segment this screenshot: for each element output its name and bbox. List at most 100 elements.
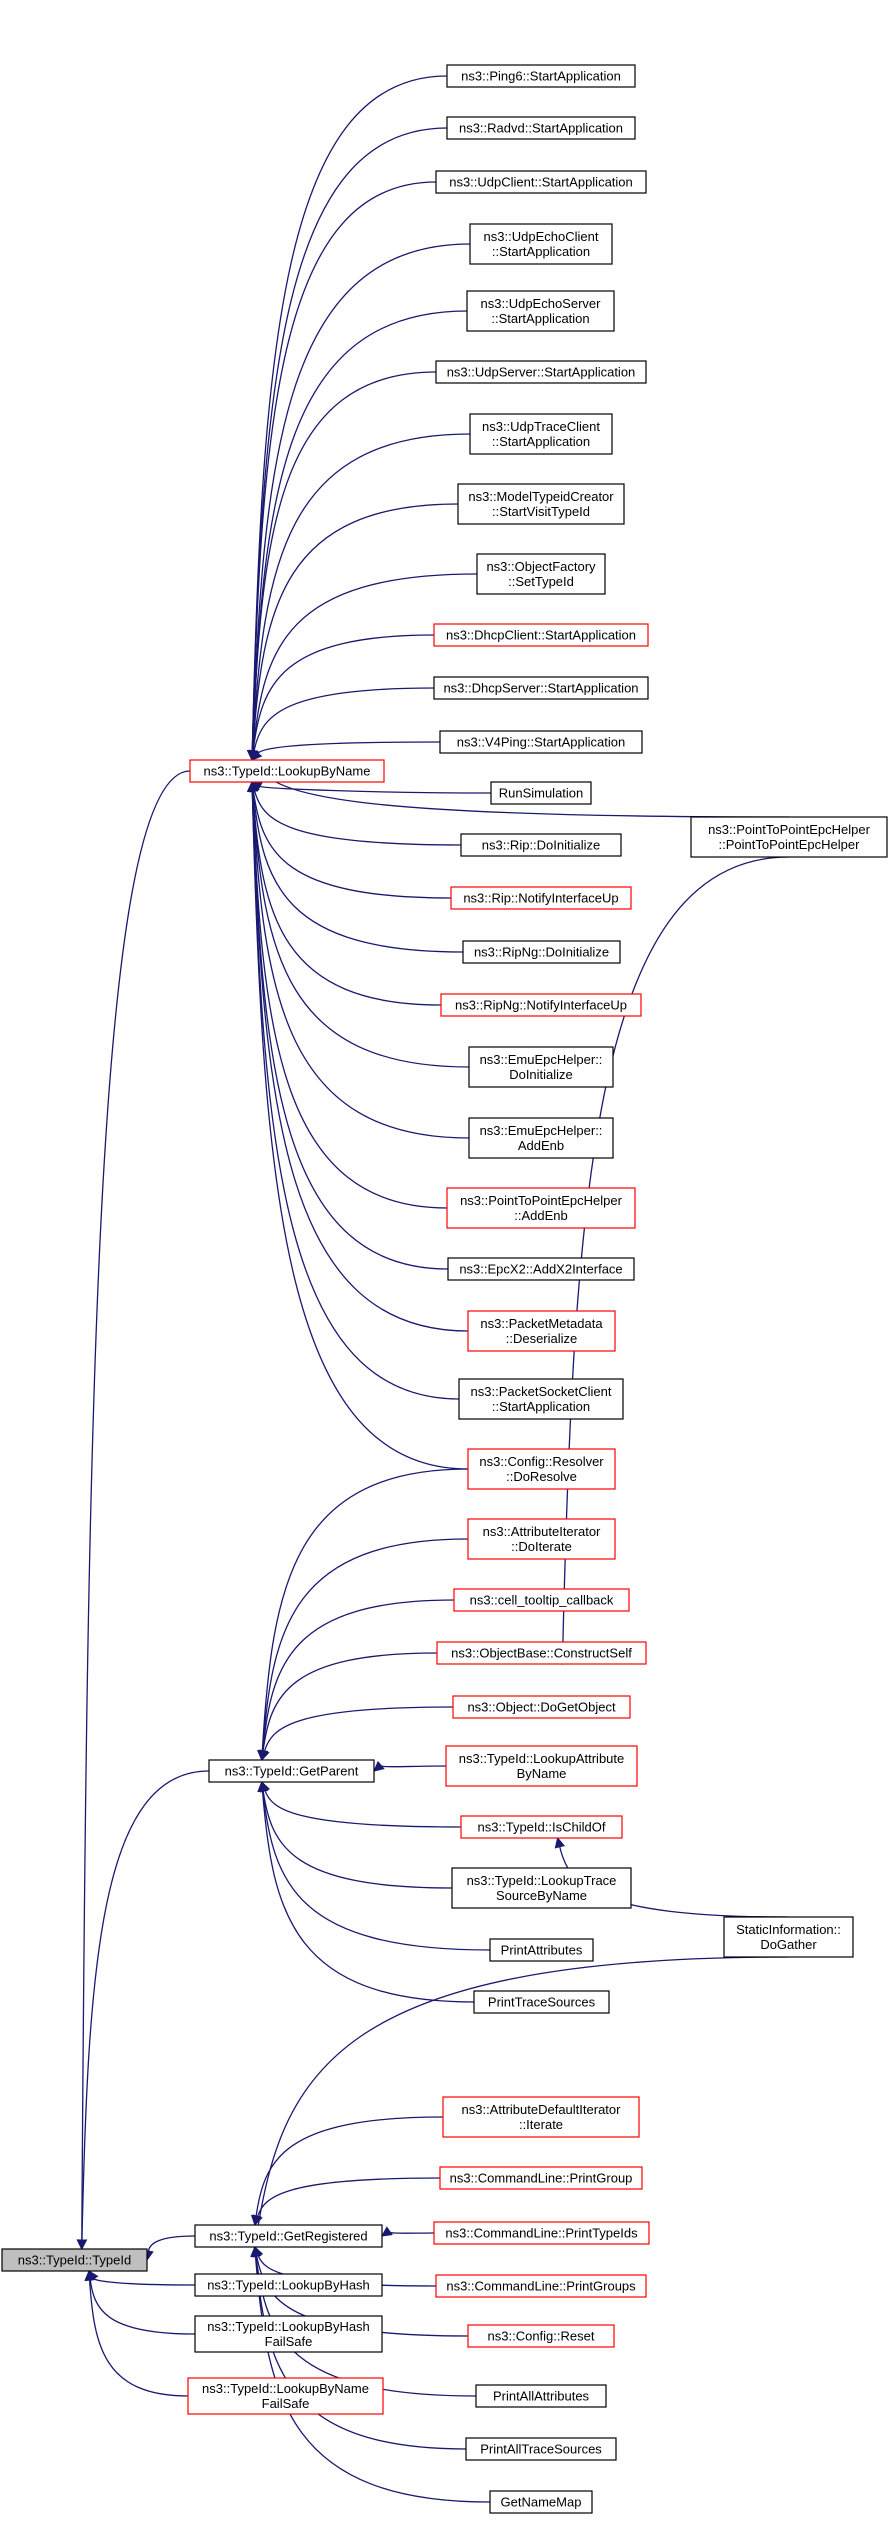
node-box [489, 2490, 593, 2514]
node-label: ns3::DhcpClient::StartApplication [446, 628, 636, 643]
node-v4ping[interactable]: ns3::V4Ping::StartApplication [439, 730, 643, 754]
node-emu-add-enb[interactable]: ns3::EmuEpcHelper::AddEnb [468, 1117, 614, 1159]
node-label: ::AddEnb [514, 1208, 568, 1223]
node-run-simulation[interactable]: RunSimulation [490, 781, 592, 805]
node-label: ns3::PointToPointEpcHelper [460, 1193, 623, 1208]
node-dhcp-server[interactable]: ns3::DhcpServer::StartApplication [433, 676, 649, 700]
node-label: ::StartApplication [492, 244, 590, 259]
node-label: ::StartApplication [492, 1399, 590, 1414]
edge-object-base-to-get-parent [257, 1652, 438, 1762]
node-attr-iterator[interactable]: ns3::AttributeIterator::DoIterate [467, 1518, 616, 1560]
node-box [460, 833, 622, 857]
node-root[interactable]: ns3::TypeId::TypeId [1, 2248, 148, 2272]
node-do-get-object[interactable]: ns3::Object::DoGetObject [452, 1695, 631, 1719]
node-label: ns3::Config::Resolver [479, 1454, 604, 1469]
node-p2p-add-enb[interactable]: ns3::PointToPointEpcHelper::AddEnb [446, 1187, 636, 1229]
edge-dhcp-server-to-lookup-by-name [248, 687, 435, 762]
node-cmd-print-group[interactable]: ns3::CommandLine::PrintGroup [439, 2166, 643, 2190]
node-label: ns3::ObjectBase::ConstructSelf [451, 1646, 632, 1661]
node-dhcp-client[interactable]: ns3::DhcpClient::StartApplication [433, 623, 649, 647]
node-box [458, 1378, 624, 1420]
node-box [194, 2273, 383, 2297]
node-udp-server[interactable]: ns3::UdpServer::StartApplication [435, 360, 647, 384]
node-cmd-print-type-ids[interactable]: ns3::CommandLine::PrintTypeIds [433, 2221, 650, 2245]
node-box [439, 2166, 643, 2190]
node-print-attributes[interactable]: PrintAttributes [489, 1938, 594, 1962]
node-config-reset[interactable]: ns3::Config::Reset [467, 2324, 615, 2348]
node-packet-socket[interactable]: ns3::PacketSocketClient::StartApplicatio… [458, 1378, 624, 1420]
node-radvd[interactable]: ns3::Radvd::StartApplication [446, 116, 636, 140]
edge-config-resolver-to-lookup-by-name [247, 780, 469, 1470]
node-udp-trace-client[interactable]: ns3::UdpTraceClient::StartApplication [469, 413, 613, 455]
node-label: FailSafe [262, 2396, 310, 2411]
node-cmd-print-groups[interactable]: ns3::CommandLine::PrintGroups [435, 2274, 647, 2298]
node-label: ByName [517, 1766, 567, 1781]
node-rip-ng-do-init[interactable]: ns3::RipNg::DoInitialize [462, 940, 621, 964]
node-label: ns3::CommandLine::PrintGroup [450, 2171, 633, 2186]
node-emu-do-init[interactable]: ns3::EmuEpcHelper::DoInitialize [468, 1046, 614, 1088]
node-label: ns3::CommandLine::PrintGroups [446, 2279, 636, 2294]
node-lookup-by-name[interactable]: ns3::TypeId::LookupByName [189, 759, 385, 783]
node-udp-client[interactable]: ns3::UdpClient::StartApplication [435, 170, 647, 194]
node-packet-meta[interactable]: ns3::PacketMetadata::Deserialize [467, 1310, 616, 1352]
node-lookup-by-hash[interactable]: ns3::TypeId::LookupByHash [194, 2273, 383, 2297]
node-label: ns3::ModelTypeidCreator [468, 489, 614, 504]
node-p2p-ctor[interactable]: ns3::PointToPointEpcHelper::PointToPoint… [690, 816, 888, 858]
node-print-trace-sources[interactable]: PrintTraceSources [473, 1990, 610, 2014]
node-label: ns3::UdpEchoClient [484, 229, 599, 244]
node-ping6[interactable]: ns3::Ping6::StartApplication [446, 64, 636, 88]
node-box [476, 553, 606, 595]
node-label: ns3::Rip::NotifyInterfaceUp [463, 891, 618, 906]
edge-attr-default-iter-to-get-registered [250, 2116, 444, 2227]
node-label: ::StartVisitTypeId [492, 504, 590, 519]
node-box [435, 2274, 647, 2298]
node-get-name-map[interactable]: GetNameMap [489, 2490, 593, 2514]
node-box [446, 64, 636, 88]
node-box [447, 1257, 635, 1281]
edge-rip-ng-do-init-to-lookup-by-name [247, 780, 464, 953]
node-box [436, 1641, 647, 1665]
node-get-parent[interactable]: ns3::TypeId::GetParent [208, 1759, 375, 1783]
node-print-all-trace-sources[interactable]: PrintAllTraceSources [465, 2437, 617, 2461]
node-label: ns3::PacketSocketClient [471, 1384, 612, 1399]
node-attr-default-iter[interactable]: ns3::AttributeDefaultIterator::Iterate [442, 2096, 640, 2138]
edge-is-child-of-to-get-parent [260, 1780, 462, 1828]
node-epc-x2[interactable]: ns3::EpcX2::AddX2Interface [447, 1257, 635, 1281]
node-udp-echo-server[interactable]: ns3::UdpEchoServer::StartApplication [466, 290, 615, 332]
node-config-resolver[interactable]: ns3::Config::Resolver::DoResolve [467, 1448, 616, 1490]
node-box [467, 1518, 616, 1560]
node-box [194, 2224, 383, 2248]
node-model-typeid[interactable]: ns3::ModelTypeidCreator::StartVisitTypeI… [457, 483, 625, 525]
node-is-child-of[interactable]: ns3::TypeId::IsChildOf [460, 1815, 623, 1839]
node-cell-tooltip[interactable]: ns3::cell_tooltip_callback [453, 1588, 630, 1612]
edge-model-typeid-to-lookup-by-name [247, 503, 459, 762]
node-box [466, 290, 615, 332]
node-rip-notify[interactable]: ns3::Rip::NotifyInterfaceUp [450, 886, 632, 910]
edge-lookup-by-name-to-root [76, 770, 191, 2251]
node-rip-do-init[interactable]: ns3::Rip::DoInitialize [460, 833, 622, 857]
node-print-all-attributes[interactable]: PrintAllAttributes [475, 2384, 607, 2408]
node-udp-echo-client[interactable]: ns3::UdpEchoClient::StartApplication [469, 223, 613, 265]
node-box [465, 2437, 617, 2461]
node-box [468, 1117, 614, 1159]
node-box [208, 1759, 375, 1783]
node-label: ns3::UdpServer::StartApplication [447, 365, 636, 380]
node-box [440, 993, 642, 1017]
node-object-factory[interactable]: ns3::ObjectFactory::SetTypeId [476, 553, 606, 595]
node-box [468, 1046, 614, 1088]
edge-do-get-object-to-get-parent [259, 1706, 454, 1762]
node-label: ns3::Rip::DoInitialize [482, 838, 601, 853]
node-static-info[interactable]: StaticInformation::DoGather [723, 1916, 854, 1958]
node-box [467, 1448, 616, 1490]
node-box [433, 2221, 650, 2245]
node-box [467, 2324, 615, 2348]
node-get-registered[interactable]: ns3::TypeId::GetRegistered [194, 2224, 383, 2248]
node-label: ns3::TypeId::LookupByHash [207, 2319, 370, 2334]
node-object-base[interactable]: ns3::ObjectBase::ConstructSelf [436, 1641, 647, 1665]
node-label: ns3::EmuEpcHelper:: [480, 1123, 603, 1138]
node-rip-ng-notify[interactable]: ns3::RipNg::NotifyInterfaceUp [440, 993, 642, 1017]
